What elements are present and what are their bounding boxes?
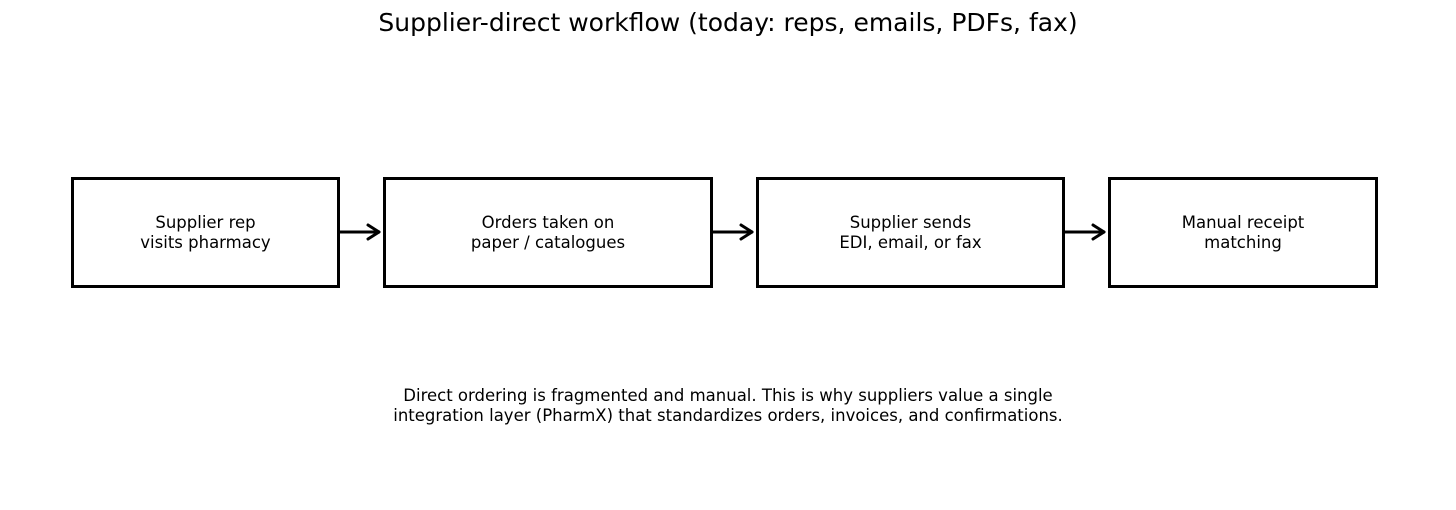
step-label-line2: visits pharmacy xyxy=(140,232,271,252)
arrow-3-to-4 xyxy=(1063,223,1106,241)
caption-line1: Direct ordering is fragmented and manual… xyxy=(403,386,1053,405)
step-label-line2: EDI, email, or fax xyxy=(839,232,982,252)
step-label: Supplier rep visits pharmacy xyxy=(140,213,270,253)
step-label-line2: matching xyxy=(1204,232,1282,252)
step-label: Supplier sends EDI, email, or fax xyxy=(839,213,981,253)
diagram-title: Supplier-direct workflow (today: reps, e… xyxy=(378,8,1078,37)
step-label: Manual receipt matching xyxy=(1182,213,1305,253)
step-label: Orders taken on paper / catalogues xyxy=(471,213,625,253)
step-manual-receipt-matching: Manual receipt matching xyxy=(1108,177,1378,288)
diagram-caption: Direct ordering is fragmented and manual… xyxy=(0,386,1456,426)
step-label-line1: Manual receipt xyxy=(1181,212,1305,232)
step-label-line2: paper / catalogues xyxy=(470,232,626,252)
arrow-1-to-2 xyxy=(338,223,381,241)
step-supplier-sends: Supplier sends EDI, email, or fax xyxy=(756,177,1065,288)
step-label-line1: Supplier sends xyxy=(849,212,972,232)
caption-line2: integration layer (PharmX) that standard… xyxy=(393,406,1063,425)
step-orders-taken: Orders taken on paper / catalogues xyxy=(383,177,713,288)
arrow-2-to-3 xyxy=(711,223,754,241)
step-label-line1: Orders taken on xyxy=(481,212,615,232)
step-label-line1: Supplier rep xyxy=(155,212,256,232)
step-supplier-rep-visit: Supplier rep visits pharmacy xyxy=(71,177,340,288)
